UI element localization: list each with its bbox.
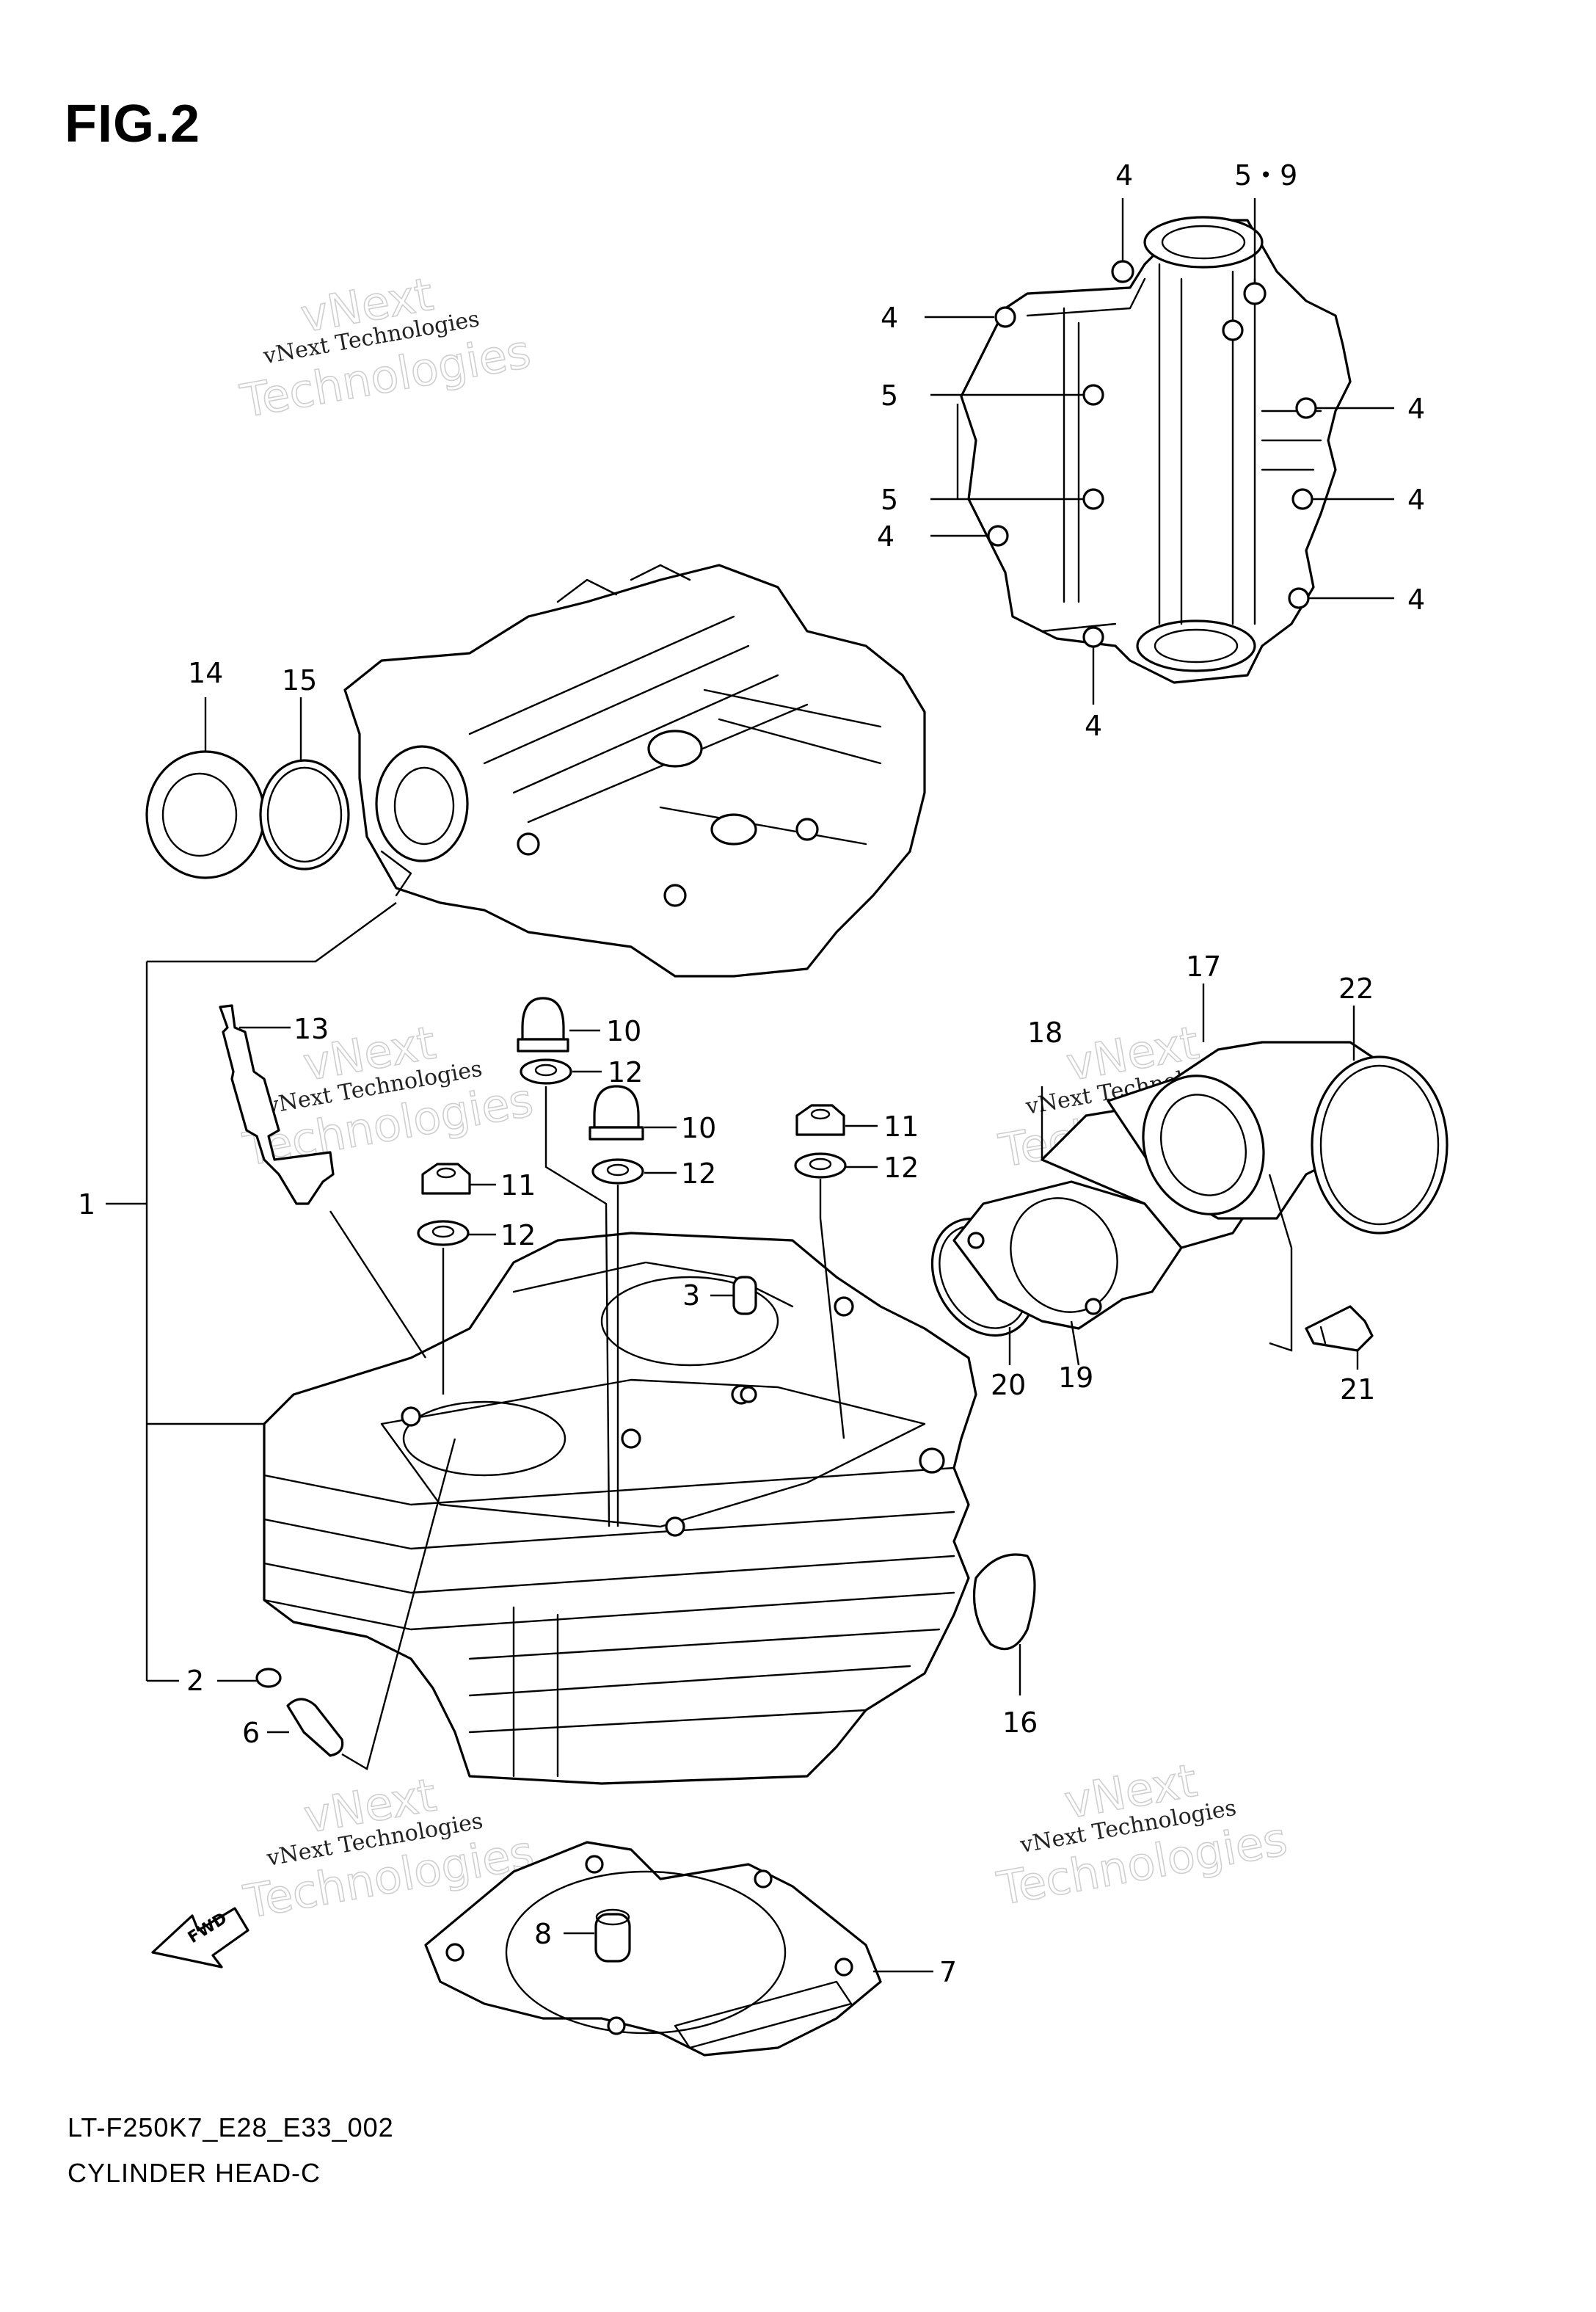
callout-label: 19 (1058, 1362, 1093, 1394)
part-11-nut-b: 11 (795, 1104, 919, 1143)
callout-label: 12 (500, 1219, 536, 1251)
callout-label: 5・9 (1234, 159, 1297, 192)
callout-label: 4 (877, 520, 894, 553)
watermark-group-1: vNext vNext Technologies Technologies (236, 266, 535, 429)
part-22-clamp: 22 (1311, 973, 1449, 1235)
callout-label: 13 (294, 1013, 329, 1045)
part-12-washer-c: 12 (417, 1219, 536, 1395)
figure-code: LT-F250K7_E28_E33_002 (68, 2112, 394, 2142)
callout-label: 7 (939, 1956, 957, 1988)
callout-label: 14 (188, 657, 223, 689)
callout-label: 10 (606, 1015, 641, 1047)
callout-label: 3 (682, 1279, 700, 1312)
callout-label: 4 (1407, 584, 1425, 616)
part-14-cap: 14 (145, 657, 266, 879)
part-6-dowel-pin: 6 (242, 1438, 456, 1770)
part-12-washer-d: 12 (794, 1152, 919, 1439)
callout-label: 8 (534, 1918, 552, 1950)
part-1-assembly-bracket: 1 (78, 902, 397, 1682)
callout-label: 5 (881, 484, 898, 516)
part-19-spacer: 19 (952, 1180, 1183, 1394)
head-cover-detail: 4 5・9 4 5 5 4 4 4 4 4 (877, 159, 1425, 742)
part-16-plug: 16 (973, 1553, 1038, 1739)
part-7-gasket: 7 (424, 1841, 957, 2057)
callout-label: 15 (282, 664, 317, 697)
figure-title: FIG.2 (65, 95, 201, 153)
callout-label: 21 (1340, 1373, 1375, 1406)
cylinder-head: 3 (263, 1232, 977, 1785)
callout-label: 4 (881, 302, 898, 334)
callout-label: 4 (1115, 159, 1133, 192)
part-11-nut-a: 11 (421, 1163, 536, 1202)
callout-label: 10 (681, 1112, 716, 1144)
callout-label: 4 (1085, 710, 1102, 742)
callout-label: 16 (1002, 1706, 1038, 1739)
callout-label: 6 (242, 1717, 260, 1749)
callout-label: 5 (881, 379, 898, 412)
callout-label: 18 (1027, 1017, 1063, 1049)
callout-label: 17 (1186, 950, 1221, 983)
part-13-spark-plug: 13 (219, 1004, 427, 1359)
callout-label: 20 (991, 1369, 1026, 1401)
part-15-o-ring: 15 (259, 664, 350, 870)
callout-label: 22 (1338, 973, 1374, 1005)
watermark-group-6: vNext vNext Technologies Technologies (993, 1753, 1291, 1916)
callout-label: 12 (608, 1056, 643, 1088)
cylinder-head-cover (343, 564, 926, 978)
callout-label: 4 (1407, 484, 1425, 516)
callout-label: 12 (883, 1152, 919, 1184)
part-12-washer-a: 12 (520, 1056, 643, 1527)
fwd-direction-arrow: FWD (151, 1907, 249, 1969)
part-21-bolt: 21 (1305, 1305, 1375, 1406)
part-8-dowel-pin: 8 (534, 1908, 631, 1963)
part-10-cap-nut-a: 10 (517, 997, 641, 1053)
callout-label: 1 (78, 1188, 95, 1221)
callout-label: 12 (681, 1157, 716, 1190)
part-12-washer-b: 12 (591, 1157, 716, 1527)
callout-label: 2 (186, 1665, 204, 1697)
callout-label: 11 (500, 1169, 536, 1202)
part-2-ring: 2 (186, 1665, 282, 1697)
part-10-cap-nut-b: 10 (589, 1085, 716, 1144)
callout-label: 11 (883, 1110, 919, 1143)
figure-name: CYLINDER HEAD-C (68, 2158, 321, 2188)
callout-label: 4 (1407, 393, 1425, 425)
